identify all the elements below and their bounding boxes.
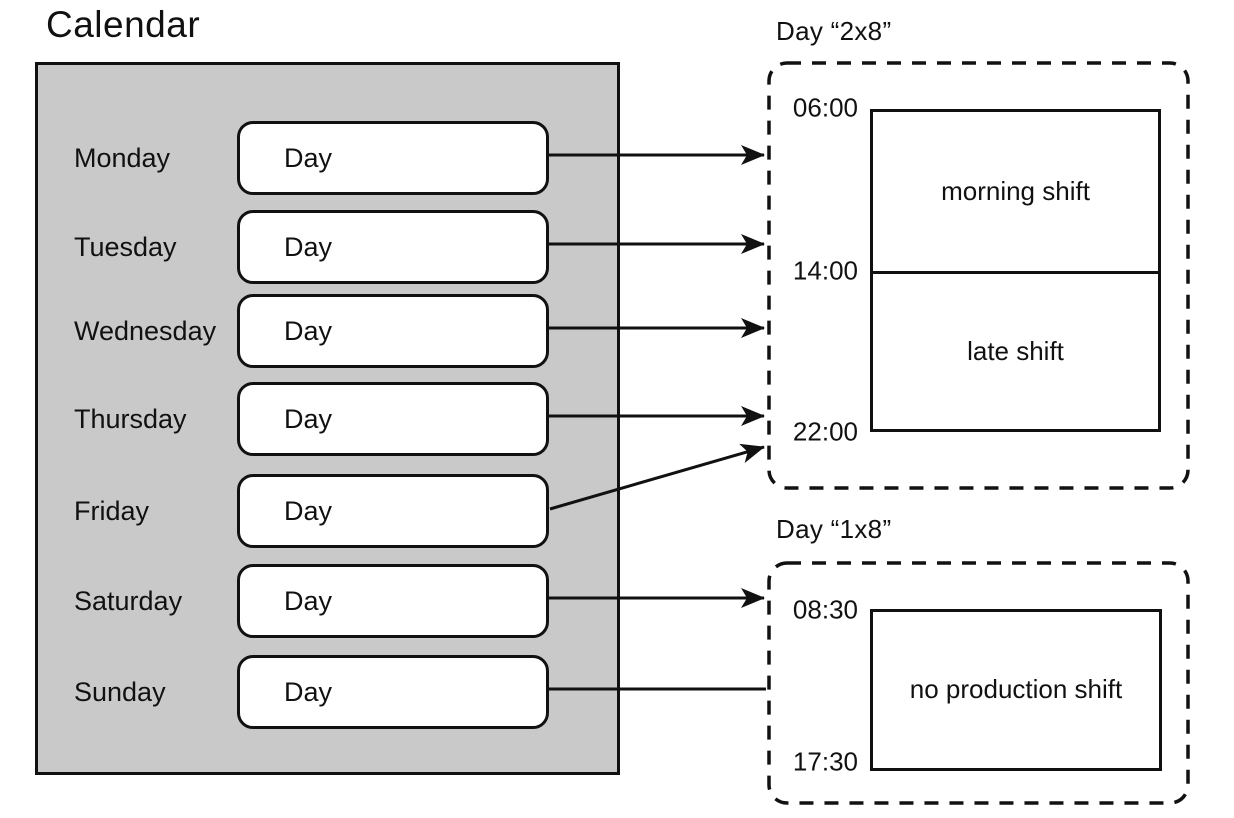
morning-shift-block: morning shift <box>941 176 1090 206</box>
day-box-saturday: Day <box>237 564 549 638</box>
day-name-saturday: Saturday <box>74 585 183 616</box>
day-box-friday: Day <box>237 474 549 548</box>
time-label-2200: 22:00 <box>792 416 858 447</box>
daytype-2x8-title: Day “2x8” <box>776 16 892 46</box>
time-label-0830: 08:30 <box>792 594 858 625</box>
day-name-tuesday: Tuesday <box>74 231 177 262</box>
no-production-shift-label: no production shift <box>909 674 1123 705</box>
day-box-label: Day <box>284 315 333 346</box>
day-name-friday: Friday <box>74 495 150 526</box>
day-box-monday: Day <box>237 121 549 195</box>
late-shift-block: late shift <box>967 336 1064 366</box>
day-box-sunday: Day <box>237 655 549 729</box>
day-box-label: Day <box>284 231 333 262</box>
day-box-label: Day <box>284 585 333 616</box>
day-name-wednesday: Wednesday <box>74 315 217 346</box>
day-name-sunday: Sunday <box>74 676 166 707</box>
time-label-1400: 14:00 <box>792 255 858 286</box>
daytype-1x8-shift-rect: no production shift <box>870 609 1162 771</box>
day-name-thursday: Thursday <box>74 403 187 434</box>
day-box-label: Day <box>284 142 333 173</box>
day-box-label: Day <box>284 403 333 434</box>
day-name-monday: Monday <box>74 142 171 173</box>
time-label-1730: 17:30 <box>792 746 858 777</box>
day-box-label: Day <box>284 495 333 526</box>
time-label-0600: 06:00 <box>792 92 858 123</box>
daytype-2x8-shift-rect: morning shift late shift <box>870 109 1161 432</box>
day-box-thursday: Day <box>237 382 549 456</box>
calendar-panel: Monday Day Tuesday Day Wednesday Day Thu… <box>35 62 620 775</box>
day-box-tuesday: Day <box>237 210 549 284</box>
day-box-wednesday: Day <box>237 294 549 368</box>
no-production-shift-block: no production shift <box>873 612 1159 768</box>
page-title: Calendar <box>46 4 201 45</box>
day-box-label: Day <box>284 676 333 707</box>
daytype-1x8-title: Day “1x8” <box>776 514 892 544</box>
